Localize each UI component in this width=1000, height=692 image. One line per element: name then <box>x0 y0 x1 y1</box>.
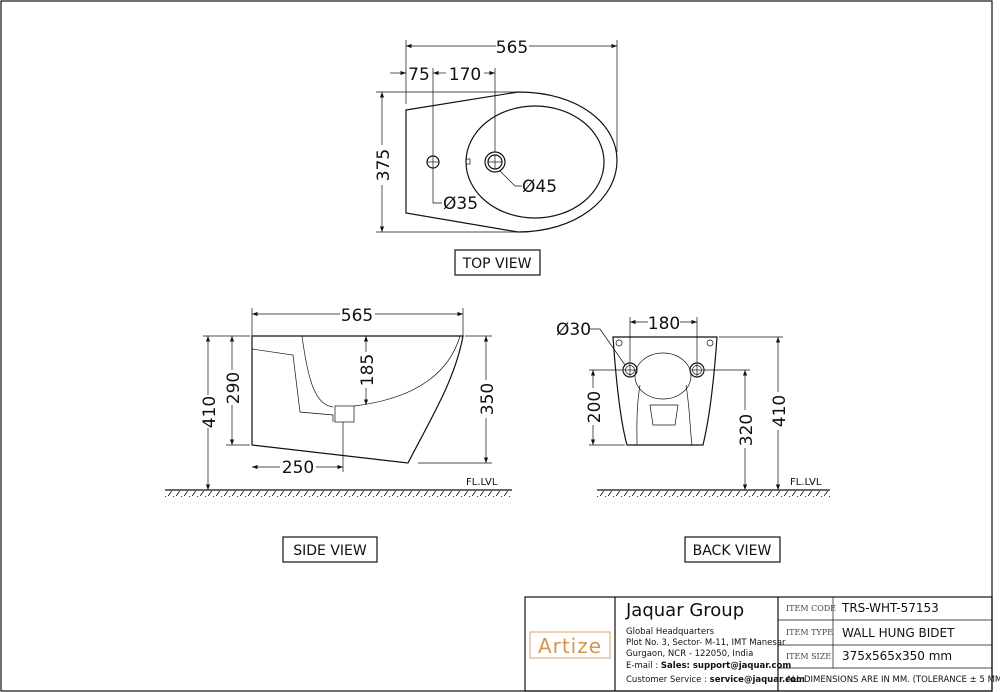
tap-hole <box>426 155 440 169</box>
side-view-label: SIDE VIEW <box>293 543 367 559</box>
email-label: E-mail : <box>626 661 661 671</box>
top-view-label: TOP VIEW <box>462 256 532 272</box>
title-block-grid: Artize <box>524 596 993 692</box>
back-view-label: BACK VIEW <box>693 543 772 559</box>
dim-back-total-height: 410 <box>770 395 790 427</box>
dim-back-bolt-hole: Ø30 <box>556 320 591 340</box>
dim-top-depth: 375 <box>374 149 394 181</box>
dim-back-inlet-height: 200 <box>585 391 605 423</box>
dim-side-length: 565 <box>341 306 373 326</box>
dim-side-body-height: 350 <box>478 383 498 415</box>
dim-back-bolt-spacing: 180 <box>648 314 680 334</box>
address-line-1: Global Headquarters <box>626 627 715 637</box>
side-view: 565 410 290 185 350 250 FL.LVL <box>165 306 512 497</box>
item-code-label: ITEM CODE <box>786 604 837 613</box>
dim-top-offset: 75 <box>408 65 430 85</box>
dim-side-wall-height: 290 <box>224 372 244 404</box>
drain-hole <box>484 151 506 173</box>
dim-side-drain-offset: 250 <box>282 458 314 478</box>
dim-tap-hole: Ø35 <box>443 194 478 214</box>
bolt-hole-right <box>689 362 705 378</box>
email-value: Sales: support@jaquar.com <box>660 661 792 671</box>
item-type: WALL HUNG BIDET <box>842 626 955 640</box>
address-line-2: Plot No. 3, Sector- M-11, IMT Manesar <box>626 638 786 648</box>
dim-side-bowl-depth: 185 <box>358 354 378 386</box>
dim-drain: Ø45 <box>522 177 557 197</box>
brand-logo-box <box>529 631 611 659</box>
item-type-label: ITEM TYPE <box>786 628 833 637</box>
item-size-label: ITEM SIZE <box>786 652 832 661</box>
dim-top-spacing: 170 <box>449 65 481 85</box>
side-view-label-box <box>282 536 378 563</box>
address-line-3: Gurgaon, NCR - 122050, India <box>626 649 754 659</box>
item-code: TRS-WHT-57153 <box>842 601 939 615</box>
dim-top-length: 565 <box>496 38 528 58</box>
artize-logo: Artize <box>538 634 602 658</box>
item-size: 375x565x350 mm <box>842 649 953 663</box>
back-view-label-box <box>684 536 781 563</box>
dim-back-bolt-height: 320 <box>737 414 757 446</box>
floor-level-label: FL.LVL <box>790 477 822 488</box>
company-name: Jaquar Group <box>626 600 745 621</box>
dim-side-total-height: 410 <box>200 396 220 428</box>
dimensions-note: ALL DIMENSIONS ARE IN MM. (TOLERANCE ± 5… <box>786 675 1000 685</box>
service-value: service@jaquar.com <box>709 675 805 685</box>
service-label: Customer Service : <box>626 675 710 685</box>
back-view: 180 Ø30 200 320 410 FL.LVL <box>556 314 830 497</box>
top-view-label-box <box>454 249 541 276</box>
top-view: 565 75 170 375 Ø35 Ø45 <box>374 38 618 233</box>
floor-level-label: FL.LVL <box>466 477 498 488</box>
